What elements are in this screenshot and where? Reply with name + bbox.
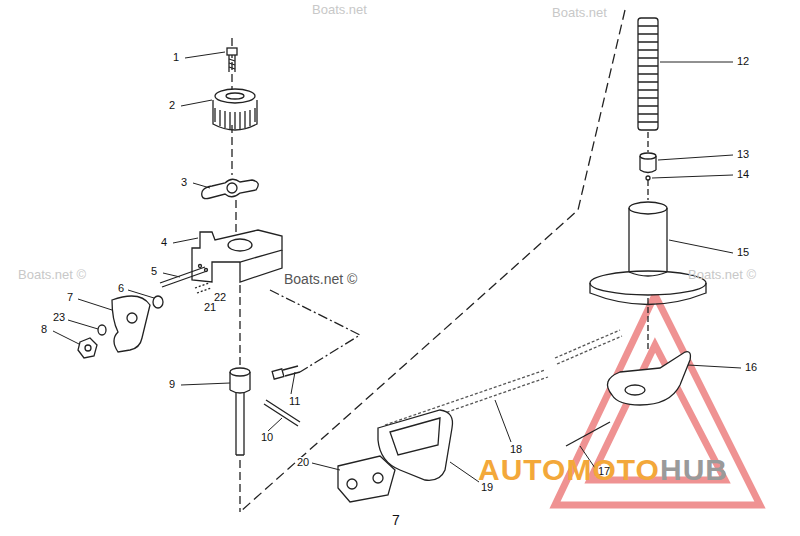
watermark: Boats.net ©: [18, 268, 86, 281]
callout-number: 15: [736, 247, 750, 258]
callout-number: 1: [172, 52, 180, 63]
callout-number: 10: [260, 432, 274, 443]
watermark: Boats.net ©: [688, 268, 756, 281]
callout-number: 11: [288, 396, 301, 407]
callout-number: 5: [150, 266, 158, 277]
callout-number: 13: [736, 149, 750, 160]
watermark: Boats.net: [552, 6, 607, 19]
callout-number: 12: [736, 56, 750, 67]
logo-text: AUTOMOTO: [478, 455, 660, 485]
callout-number: 7: [66, 292, 74, 303]
watermark: Boats.net: [312, 3, 367, 16]
callout-number: 14: [736, 169, 750, 180]
callout-number: 21: [203, 302, 217, 313]
watermark: Boats.net ©: [284, 272, 357, 286]
callout-number: 2: [168, 100, 176, 111]
logo-text: HUB: [660, 455, 728, 485]
callout-number: 16: [744, 362, 758, 373]
callout-number: 3: [180, 177, 188, 188]
callout-number: 18: [509, 444, 523, 455]
callout-number: 6: [117, 283, 125, 294]
page-number: 7: [392, 513, 400, 527]
callout-number: 9: [168, 379, 176, 390]
callout-number: 23: [52, 312, 66, 323]
callout-number: 20: [296, 457, 310, 468]
callout-number: 8: [40, 324, 48, 335]
callout-number: 4: [160, 237, 168, 248]
